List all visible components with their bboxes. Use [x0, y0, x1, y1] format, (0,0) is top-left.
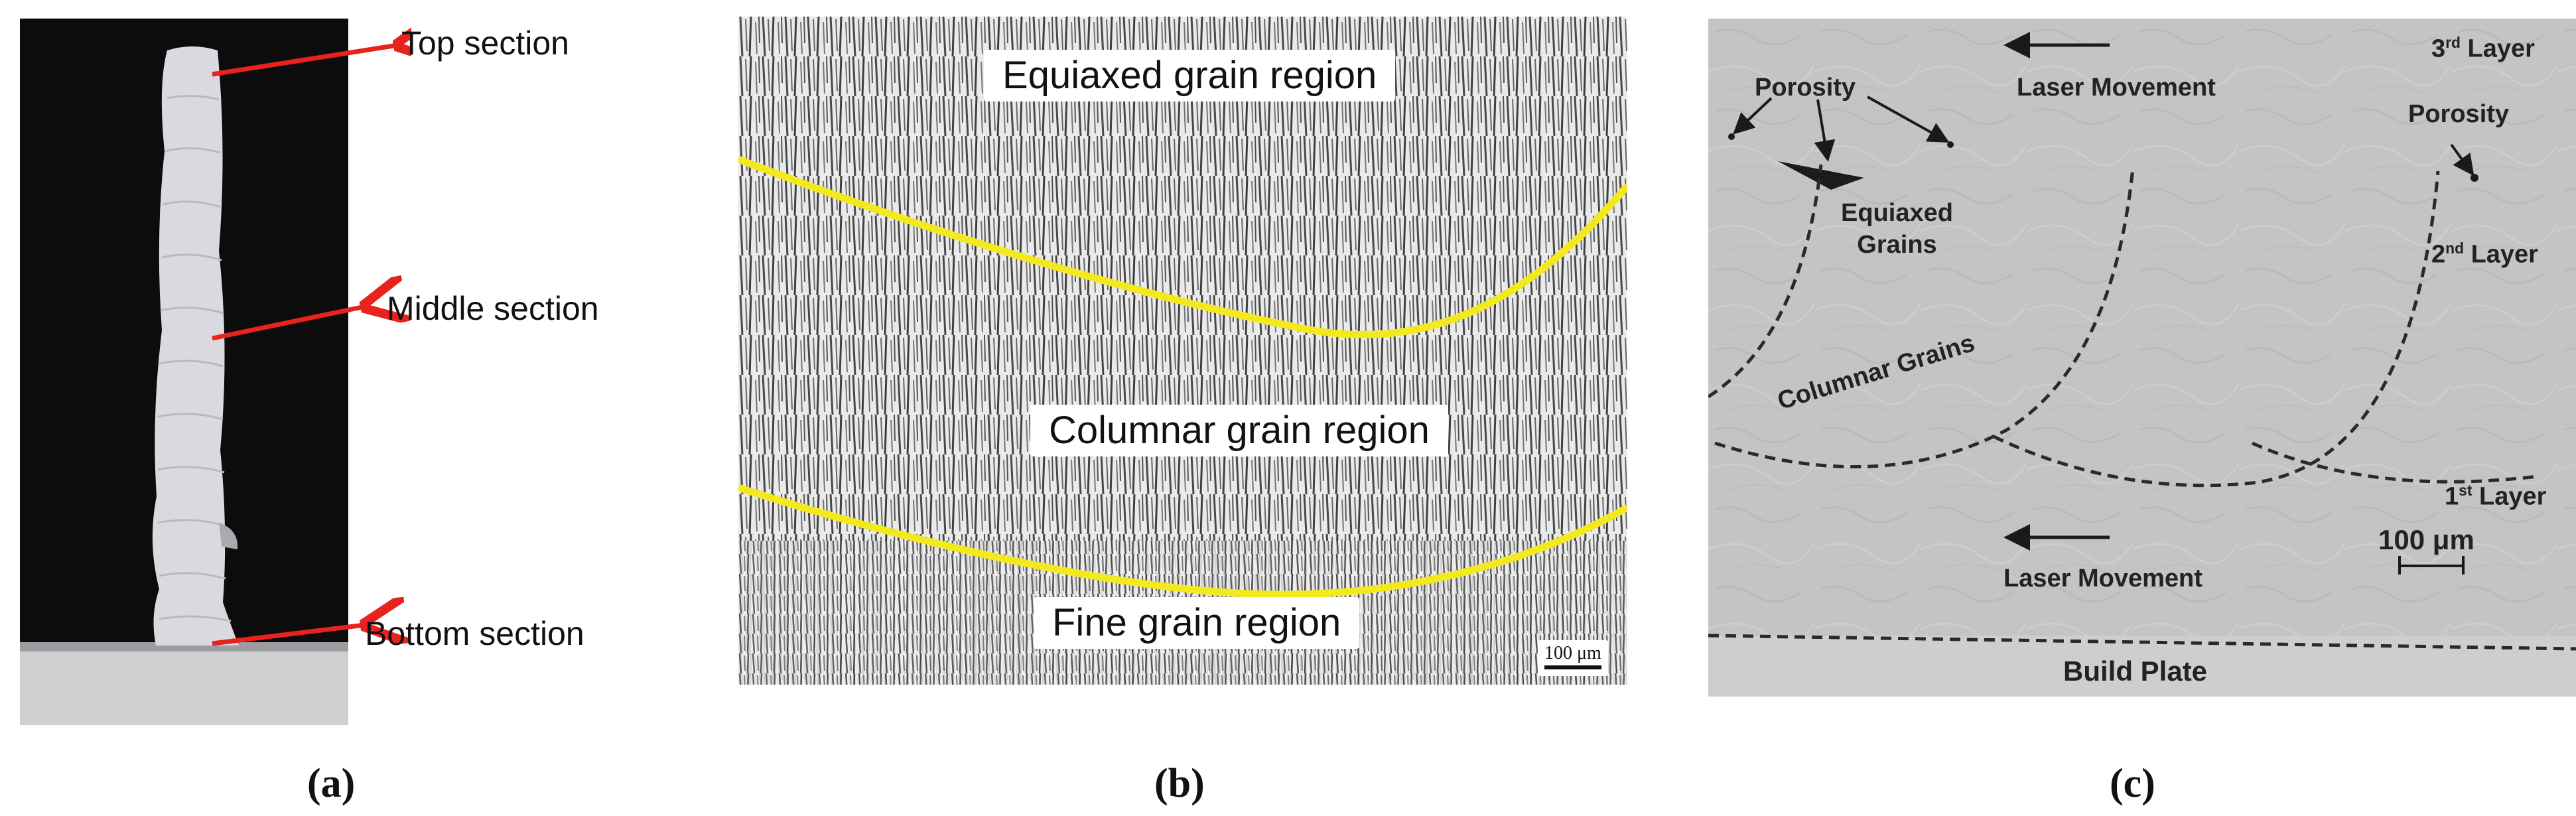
- optical-micrograph: [738, 17, 1627, 685]
- porosity-pointer-3: [1867, 96, 1950, 143]
- arrow-middle: [212, 306, 365, 341]
- label-third-layer: 3rd Layer: [2431, 34, 2535, 63]
- arrow-top: [212, 45, 398, 77]
- label-equiaxed-line1: Equiaxed: [1841, 199, 1953, 227]
- scale-bar-b: 100 μm: [1538, 640, 1608, 676]
- panel-a-photo: [20, 19, 348, 725]
- panel-b-micrograph: Equiaxed grain region Columnar grain reg…: [738, 17, 1627, 685]
- label-fine-region: Fine grain region: [1034, 597, 1360, 649]
- specimen-photo: [20, 19, 348, 725]
- label-equiaxed-grains: Equiaxed Grains: [1841, 198, 1953, 261]
- panel-label-a: (a): [307, 761, 356, 806]
- scale-bar-b-label: 100 μm: [1544, 643, 1601, 663]
- label-porosity-right: Porosity: [2408, 100, 2510, 128]
- arrow-bottom: [212, 625, 365, 644]
- porosity-pointer-4: [2450, 143, 2474, 176]
- label-laser-movement-top: Laser Movement: [2017, 74, 2216, 102]
- pore-small-3: [2471, 174, 2478, 182]
- label-laser-movement-bottom: Laser Movement: [2003, 565, 2203, 592]
- panel-label-b: (b): [1154, 761, 1205, 806]
- panel-label-c: (c): [2110, 761, 2155, 806]
- label-porosity-left: Porosity: [1755, 74, 1856, 102]
- label-build-plate: Build Plate: [2063, 655, 2208, 687]
- boundary-lower: [738, 484, 1627, 598]
- build-plate-line: [1708, 634, 2576, 651]
- callout-middle-section: Middle section: [387, 290, 599, 327]
- callout-top-section: Top section: [401, 25, 569, 62]
- label-first-layer: 1st Layer: [2445, 482, 2547, 511]
- label-columnar-region: Columnar grain region: [1030, 405, 1448, 456]
- scale-bar-b-line: [1544, 665, 1601, 669]
- pore-small-1: [1728, 133, 1735, 140]
- porosity-pointer-2: [1814, 99, 1836, 162]
- panel-a-arrows: [212, 20, 411, 670]
- panel-c-sem: Porosity Porosity Laser Movement Laser M…: [1708, 19, 2576, 697]
- scale-bar-c-label: 100 μm: [2378, 524, 2474, 555]
- porosity-pointer-1: [1733, 97, 1773, 135]
- pore-small-2: [1947, 141, 1954, 148]
- meltpool-boundary-2: [1714, 167, 2135, 469]
- label-equiaxed-line2: Grains: [1857, 230, 1937, 259]
- boundary-upper: [738, 155, 1627, 338]
- label-second-layer: 2nd Layer: [2431, 239, 2538, 269]
- meltpool-boundary-4: [2251, 441, 2538, 484]
- label-equiaxed-region: Equiaxed grain region: [984, 50, 1396, 102]
- meltpool-boundary-3: [1992, 170, 2440, 488]
- callout-bottom-section: Bottom section: [365, 615, 584, 652]
- porosity-void: [1778, 161, 1864, 190]
- sem-micrograph: [1708, 19, 2576, 697]
